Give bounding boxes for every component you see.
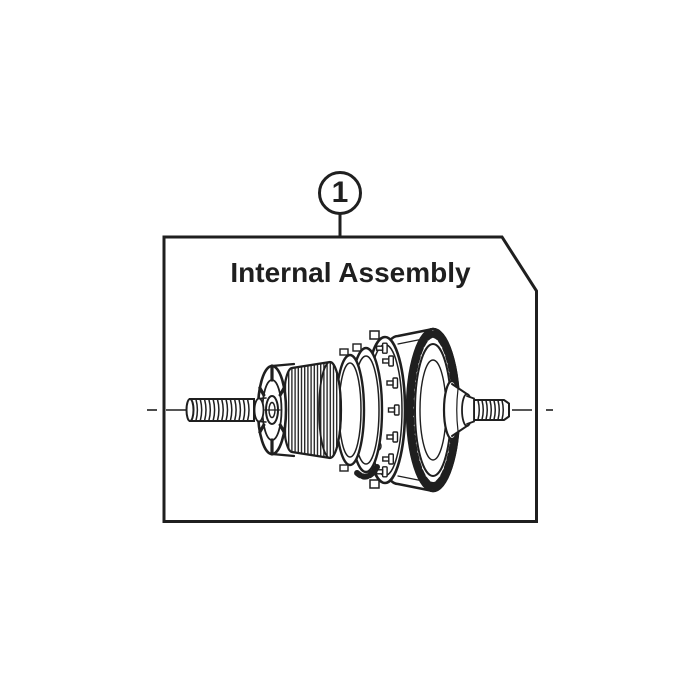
part-box-label: Internal Assembly [230, 257, 471, 288]
hub-illustration [185, 327, 510, 493]
callout-number: 1 [331, 176, 349, 209]
carrier-spokes [258, 364, 286, 456]
callout-circle [318, 171, 362, 215]
clutch-ring [334, 348, 366, 472]
ribbed-spring-sleeve [281, 360, 343, 460]
left-cone-washer [253, 397, 267, 423]
left-carrier-cage [256, 362, 296, 458]
callout-marker [318, 171, 362, 238]
axle-right-threaded-end [473, 399, 510, 421]
axle-left-threaded-end [185, 398, 255, 422]
clutch-key-tabs [375, 342, 400, 478]
right-cone-locknut [442, 379, 475, 441]
